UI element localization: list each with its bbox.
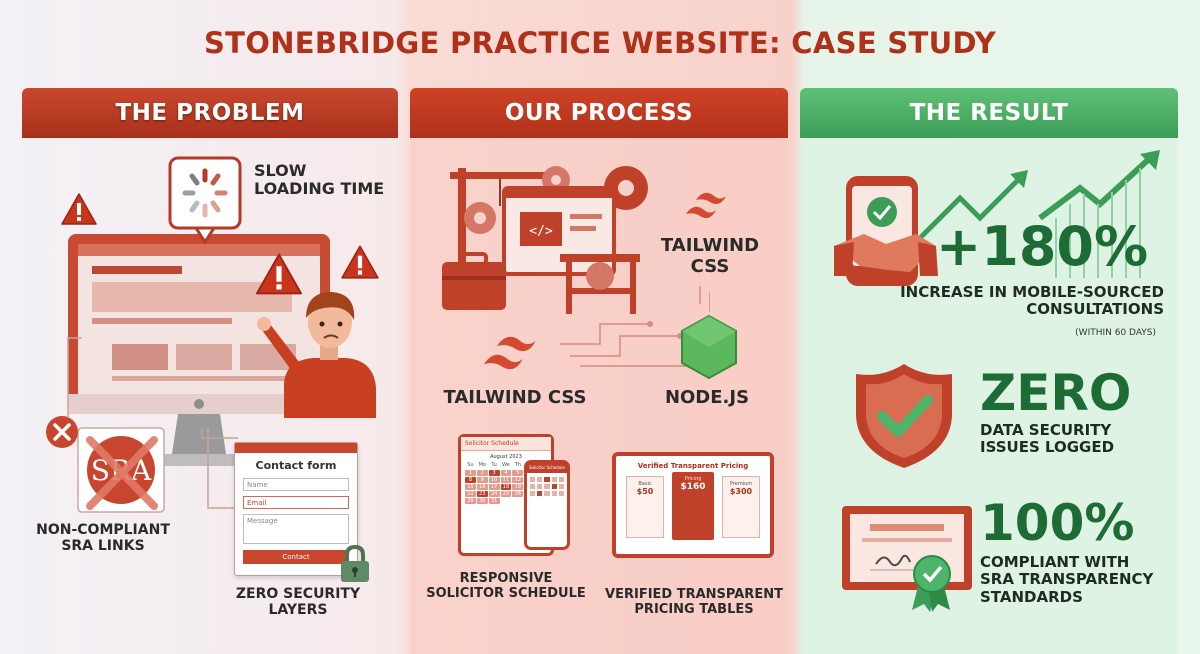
process-header: OUR PROCESS bbox=[410, 88, 788, 138]
pricing-tier-basic: Basic $50 bbox=[626, 476, 664, 538]
nodejs-label: NODE.JS bbox=[664, 387, 750, 408]
tailwind-logo-icon bbox=[686, 192, 726, 218]
schedule-date: 8 bbox=[465, 477, 476, 483]
connector-lines bbox=[67, 337, 238, 509]
schedule-date: 10 bbox=[488, 477, 500, 483]
schedule-date: 5 bbox=[512, 470, 524, 476]
circuit-lines bbox=[560, 286, 710, 369]
schedule-date: 9 bbox=[476, 477, 488, 483]
tailwind-logo-icon bbox=[484, 336, 536, 370]
security-issues-label: DATA SECURITY ISSUES LOGGED bbox=[980, 421, 1115, 457]
pricing-tables-label: VERIFIED TRANSPARENT PRICING TABLES bbox=[605, 587, 783, 617]
zero-security-label: ZERO SECURITY LAYERS bbox=[235, 586, 361, 619]
schedule-date: 16 bbox=[476, 484, 488, 490]
mobile-consultations-label: INCREASE IN MOBILE-SOURCED CONSULTATIONS bbox=[900, 283, 1164, 319]
svg-text:</>: </> bbox=[529, 224, 553, 239]
tailwind-css-label-left: TAILWIND CSS bbox=[443, 387, 587, 408]
responsive-schedule-label: RESPONSIVE SOLICITOR SCHEDULE bbox=[426, 571, 586, 601]
schedule-weekday: We bbox=[502, 462, 510, 468]
schedule-date: 30 bbox=[476, 498, 488, 504]
noncompliant-sra-badge-icon: SRA bbox=[46, 416, 165, 513]
phone-schedule-header: Solicitor Schedule bbox=[527, 463, 567, 473]
slow-loading-label: SLOW LOADING TIME bbox=[254, 161, 385, 199]
sra-compliance-label: COMPLIANT WITH SRA TRANSPARENCY STANDARD… bbox=[980, 553, 1154, 606]
padlock-icon bbox=[341, 544, 369, 582]
schedule-date: 25 bbox=[500, 491, 512, 497]
pricing-tier-premium: Premium $300 bbox=[722, 476, 760, 538]
schedule-weekday: Su bbox=[467, 462, 474, 468]
schedule-date: 18 bbox=[500, 484, 512, 490]
schedule-date: 4 bbox=[500, 470, 512, 476]
schedule-date: 2 bbox=[476, 470, 488, 476]
warning-icon bbox=[341, 245, 379, 279]
contact-form-title: Contact form bbox=[255, 459, 337, 472]
problem-header: THE PROBLEM bbox=[22, 88, 398, 138]
schedule-date: 24 bbox=[488, 491, 500, 497]
schedule-date: 1 bbox=[465, 470, 476, 476]
security-issues-stat: ZERO bbox=[980, 364, 1132, 422]
schedule-date: 26 bbox=[512, 491, 524, 497]
schedule-date: 3 bbox=[488, 470, 500, 476]
warning-icon bbox=[256, 253, 302, 295]
nodejs-logo-icon bbox=[681, 314, 737, 380]
schedule-weekday: Mo bbox=[478, 462, 486, 468]
confused-user-icon bbox=[257, 292, 376, 418]
schedule-weekday: Tu bbox=[491, 462, 497, 468]
schedule-header: Solicitor Schedule bbox=[461, 437, 551, 451]
sra-compliance-stat: 100% bbox=[980, 494, 1135, 552]
contact-message-field: Message bbox=[243, 514, 349, 544]
page-title: STONEBRIDGE PRACTICE WEBSITE: CASE STUDY bbox=[203, 26, 997, 60]
contact-form-topbar bbox=[235, 443, 357, 453]
pricing-title: Verified Transparent Pricing bbox=[637, 462, 749, 470]
mobile-consultations-note: (WITHIN 60 DAYS) bbox=[1075, 328, 1156, 338]
schedule-date: 23 bbox=[476, 491, 488, 497]
pricing-tier-featured: Pricing $160 bbox=[672, 472, 714, 540]
solicitor-schedule-phone: Solicitor Schedule bbox=[524, 460, 570, 550]
contact-form-mockup: Contact form Name Email Message Contact bbox=[234, 442, 358, 576]
mobile-consultation-growth-icon bbox=[834, 150, 1160, 286]
problem-column: THE PROBLEM SLOW LOADIN bbox=[22, 88, 398, 654]
loading-spinner-icon bbox=[168, 156, 242, 245]
schedule-weekday: Th bbox=[514, 462, 521, 468]
schedule-date: 19 bbox=[512, 484, 524, 490]
schedule-date: 15 bbox=[465, 484, 476, 490]
schedule-month: August 2023 bbox=[490, 454, 522, 460]
schedule-date: 22 bbox=[465, 491, 476, 497]
compliance-certificate-icon bbox=[842, 506, 972, 612]
schedule-date: 17 bbox=[488, 484, 500, 490]
schedule-date: 12 bbox=[512, 477, 524, 483]
schedule-date: 11 bbox=[500, 477, 512, 483]
noncompliant-sra-label: NON-COMPLIANT SRA LINKS bbox=[36, 522, 170, 555]
warning-icon bbox=[61, 193, 97, 225]
result-header: THE RESULT bbox=[800, 88, 1178, 138]
contact-email-field: Email bbox=[243, 496, 349, 509]
pricing-tables-tablet: Verified Transparent Pricing Basic $50 P… bbox=[612, 452, 774, 558]
contact-submit-button: Contact bbox=[243, 550, 349, 564]
web-development-construction-icon: </> bbox=[442, 166, 648, 314]
result-column: THE RESULT +180% INCREASE IN MOBILE-SOUR… bbox=[800, 88, 1178, 654]
contact-name-field: Name bbox=[243, 478, 349, 491]
tailwind-css-label-right: TAILWIND CSS bbox=[660, 235, 760, 277]
mobile-consultations-stat: +180% bbox=[936, 215, 1149, 278]
schedule-date: 29 bbox=[465, 498, 476, 504]
security-shield-check-icon bbox=[856, 364, 952, 468]
schedule-date: 31 bbox=[488, 498, 500, 504]
process-column: OUR PROCESS </> TAILWIND CSS bbox=[410, 88, 788, 654]
